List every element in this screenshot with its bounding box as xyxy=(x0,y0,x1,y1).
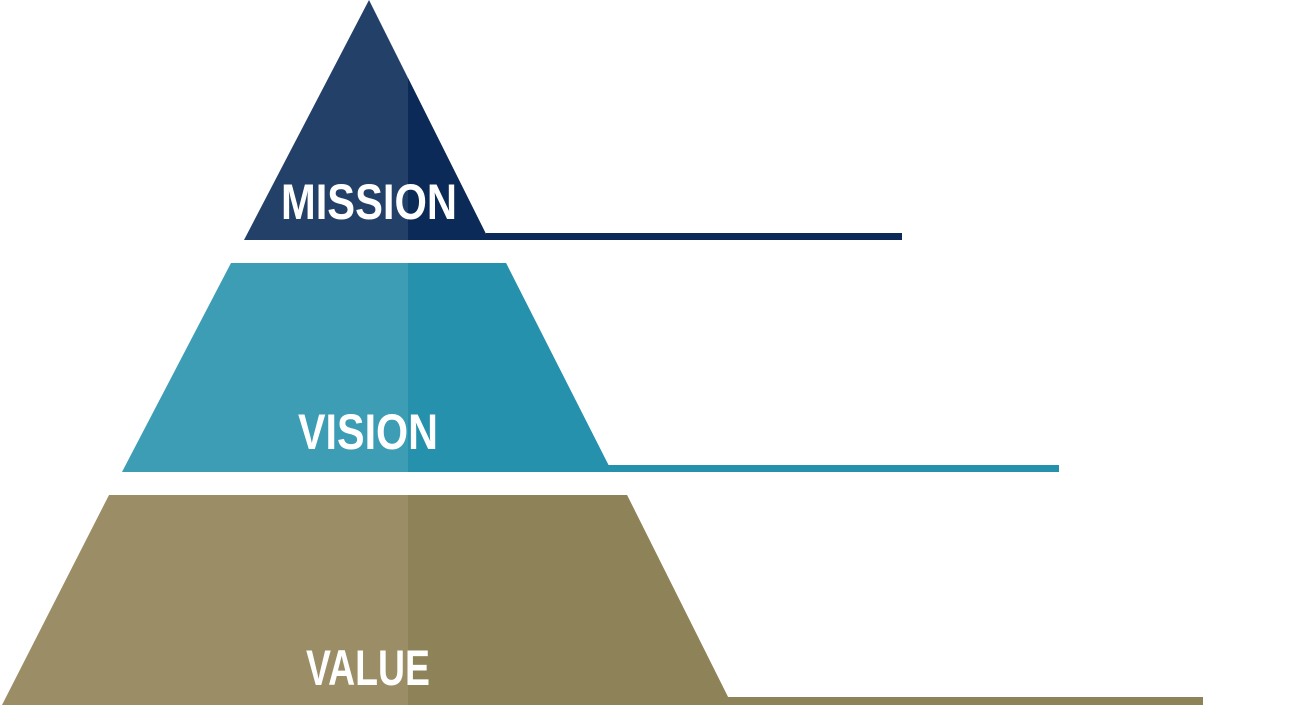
tier-value: VALUE xyxy=(2,495,1203,705)
tier-value-label: VALUE xyxy=(306,640,430,696)
tier-value-line xyxy=(728,697,1203,705)
tier-mission-line xyxy=(486,233,902,240)
tier-mission-label: MISSION xyxy=(281,174,457,230)
tier-mission-shade xyxy=(408,78,489,240)
tier-mission: MISSION xyxy=(244,0,902,240)
tier-vision-label: VISION xyxy=(298,404,438,460)
tier-value-shade xyxy=(408,495,732,705)
tier-vision-shade xyxy=(408,263,612,472)
tier-vision: VISION xyxy=(122,263,1059,472)
tier-vision-line xyxy=(608,465,1059,472)
